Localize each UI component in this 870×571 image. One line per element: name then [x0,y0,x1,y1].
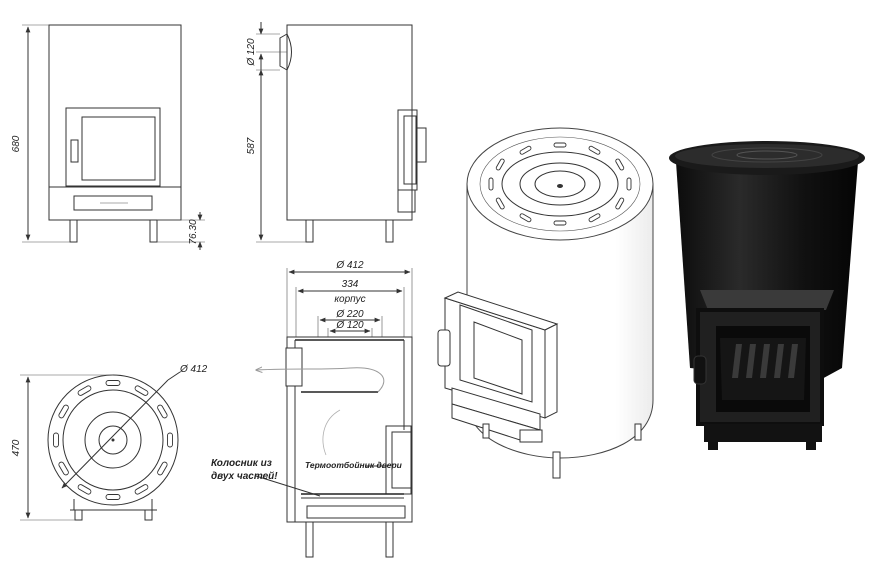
vent-slot [615,197,625,210]
vent-slot [588,213,601,223]
window-bar [732,344,742,378]
vent-slot [77,484,92,495]
vent-slot [167,432,173,448]
front-height-label: 680 [11,135,22,152]
vent-slot [53,432,59,448]
vent-slot [553,220,567,226]
stove-photo [669,141,865,450]
vent-slot [519,213,532,223]
vent-slot [77,385,92,396]
vent-slot [105,494,121,500]
window-bar [760,344,770,378]
chimney-height-label: 587 [246,137,257,154]
vent-slot [488,177,494,191]
top-vent-slots [488,142,632,226]
vent-slot [588,145,601,155]
door-breaker-note: Термоотбойник двери [305,460,403,470]
grate-note: Колосник из двух частей! Термоотбойник д… [211,458,403,482]
window-bar [788,344,798,378]
vent-slot [58,404,69,419]
vent-slot [615,158,625,171]
plan-depth-label: 470 [11,439,22,456]
vent-slot [495,197,505,210]
vent-slot [134,484,149,495]
body-caption-label: корпус [334,294,365,305]
ring-diameter-label: Ø 220 [335,309,364,320]
vent-slot [495,158,505,171]
side-view [256,22,427,243]
isometric-line-render [437,127,654,479]
plan-diameter-label: Ø 412 [179,364,208,375]
vent-slot [105,380,121,386]
vent-slot [58,461,69,476]
vent-slot [519,145,532,155]
front-view [22,24,205,250]
door-window-bars [732,344,798,378]
vent-slot [157,461,168,476]
vent-slot [134,385,149,396]
window-bar [774,344,784,378]
vent-slot [553,142,567,148]
vent-slot [626,177,632,191]
leg-height-label: 76.30 [188,219,199,244]
section-view [256,268,413,558]
plan-view [20,371,181,521]
vent-slot [157,404,168,419]
grate-note-line1: Колосник из [211,458,272,469]
body-width-label: 334 [342,279,359,290]
plan-vent-slots [53,380,173,500]
chimney-diameter-label: Ø 120 [246,38,257,67]
window-bar [746,344,756,378]
top-diameter-label: Ø 412 [335,260,364,271]
grate-note-line2: двух частей! [211,471,278,482]
pipe-diameter-label: Ø 120 [335,320,364,331]
